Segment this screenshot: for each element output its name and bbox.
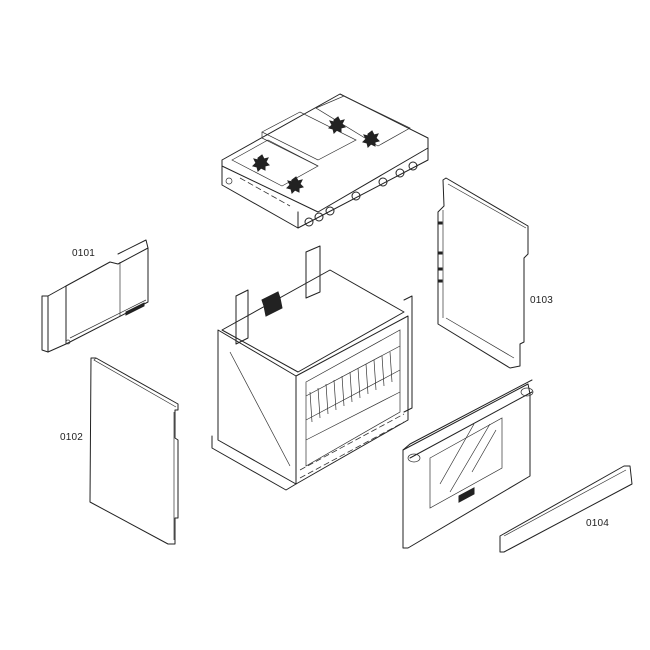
part-0103-illustration bbox=[437, 177, 529, 369]
part-label-0103: 0103 bbox=[530, 295, 554, 306]
part-0102-illustration bbox=[89, 357, 179, 545]
cooktop-illustration bbox=[221, 93, 429, 229]
oven-door-illustration bbox=[402, 379, 534, 549]
part-0104-illustration bbox=[499, 465, 633, 553]
oven-cavity-illustration bbox=[211, 245, 413, 491]
part-label-0104: 0104 bbox=[586, 518, 610, 529]
part-0101-illustration bbox=[41, 239, 149, 353]
part-label-0102: 0102 bbox=[60, 432, 84, 443]
part-label-0101: 0101 bbox=[72, 248, 96, 259]
